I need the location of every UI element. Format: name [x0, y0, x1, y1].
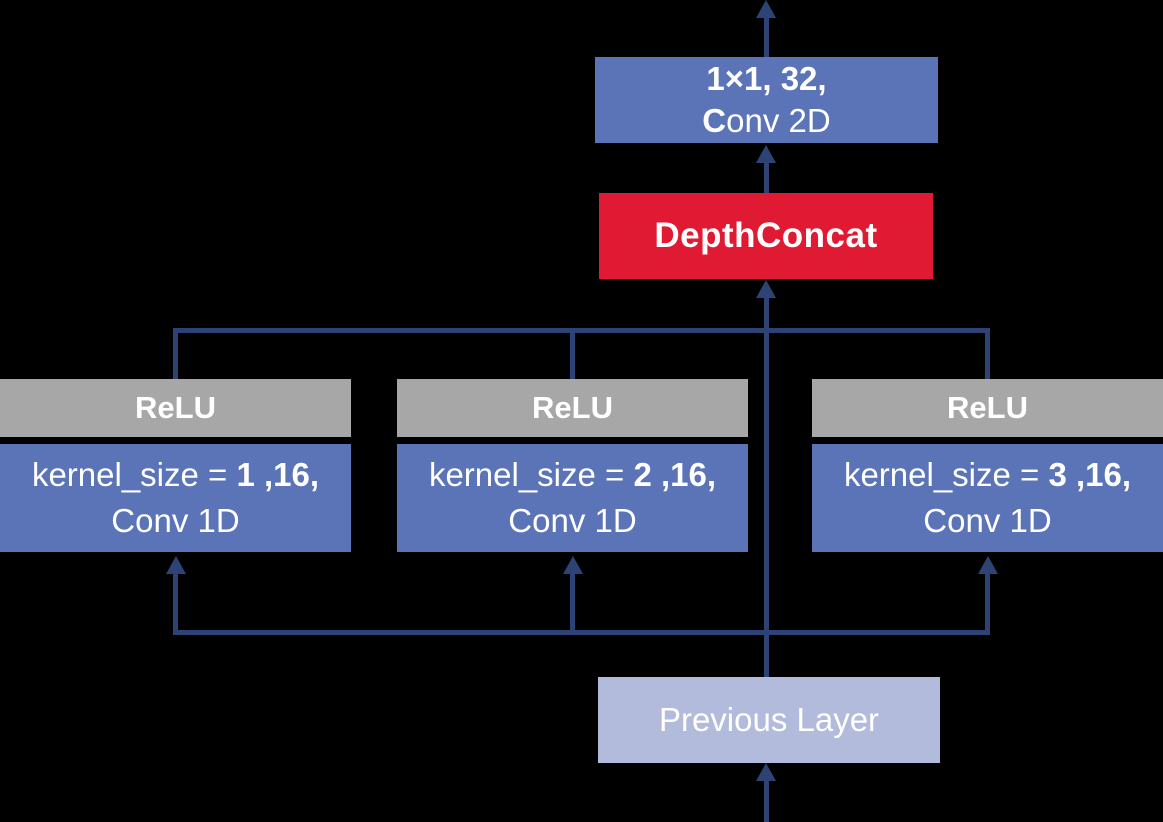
depthconcat-box: DepthConcat	[599, 193, 933, 279]
relu-header-branch1: ReLU	[0, 379, 351, 437]
arrowhead-up-into-branch1	[166, 556, 186, 574]
bottom-connector-line	[173, 630, 990, 635]
kernel-line2: Conv 1D	[508, 502, 637, 539]
relu-header-branch2: ReLU	[397, 379, 748, 437]
kernel-line1: kernel_size = 3 ,16,	[843, 456, 1132, 493]
relu-label: ReLU	[135, 390, 216, 425]
arrowhead-up-into-previous-layer	[756, 763, 776, 781]
kernel-line2: Conv 1D	[111, 502, 240, 539]
output-arrow-shaft	[764, 17, 769, 58]
bottom-connector-right-riser	[985, 574, 990, 630]
top-connector-left-drop	[173, 328, 178, 379]
conv2d-line2: Conv 2D	[702, 102, 831, 139]
relu-header-branch3: ReLU	[812, 379, 1163, 437]
top-connector-line	[173, 328, 990, 333]
conv2d-line1: 1×1, 32,	[706, 60, 827, 97]
bottom-connector-left-riser	[173, 574, 178, 630]
previous-layer-box: Previous Layer	[598, 677, 940, 763]
kernel-box-branch1: kernel_size = 1 ,16, Conv 1D	[0, 444, 351, 552]
kernel-box-branch2: kernel_size = 2 ,16, Conv 1D	[397, 444, 748, 552]
kernel-line1: kernel_size = 2 ,16,	[428, 456, 717, 493]
kernel-line2: Conv 1D	[923, 502, 1052, 539]
arrowhead-up-into-depthconcat	[756, 280, 776, 298]
previous-layer-label: Previous Layer	[658, 701, 880, 738]
relu-label: ReLU	[947, 390, 1028, 425]
kernel-box-branch3: kernel_size = 3 ,16, Conv 1D	[812, 444, 1163, 552]
input-arrow-shaft	[764, 781, 769, 822]
arrowhead-up-into-conv2d	[756, 145, 776, 163]
arrowhead-up-into-branch3	[978, 556, 998, 574]
kernel-line1: kernel_size = 1 ,16,	[31, 456, 320, 493]
top-connector-right-drop	[985, 328, 990, 379]
relu-label: ReLU	[532, 390, 613, 425]
arrowhead-up-output	[756, 0, 776, 18]
arrowhead-up-into-branch2	[563, 556, 583, 574]
bottom-connector-middle-riser	[570, 574, 575, 630]
center-flow-line	[764, 297, 769, 677]
conv2d-box: 1×1, 32, Conv 2D	[595, 57, 938, 143]
concat-to-conv-arrow-shaft	[764, 162, 769, 193]
top-connector-middle-drop	[570, 328, 575, 379]
depthconcat-label: DepthConcat	[654, 216, 878, 255]
